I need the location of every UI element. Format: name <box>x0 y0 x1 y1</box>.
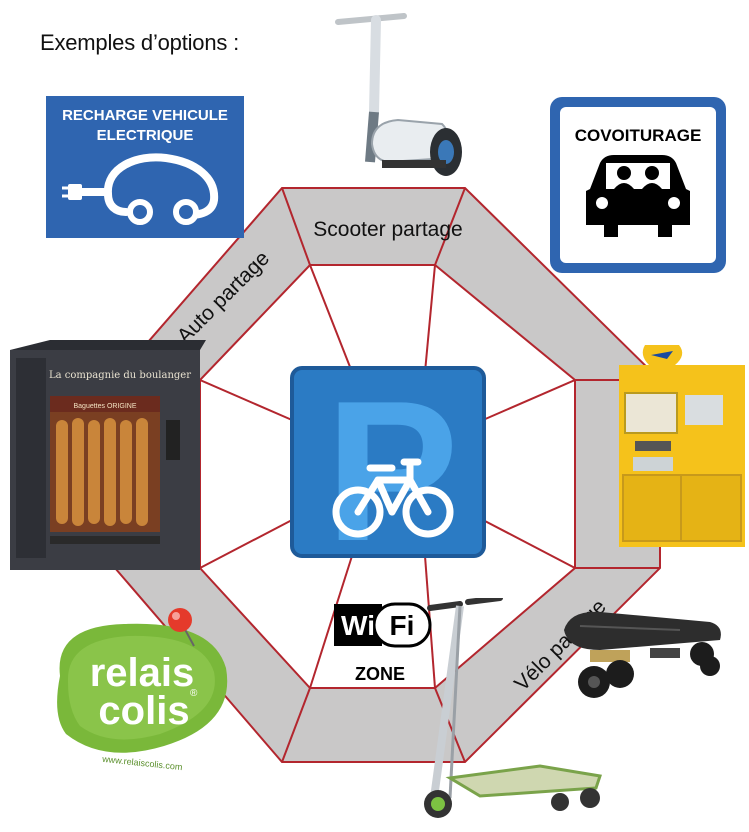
ev-charging-sign: RECHARGE VEHICULE ELECTRIQUE <box>46 96 244 238</box>
carpool-label: COVOITURAGE <box>575 126 702 145</box>
wifi-zone-logo: Wi Fi ™ ZONE <box>334 602 437 684</box>
kick-scooter-image <box>424 598 602 818</box>
colis-text: colis <box>98 689 189 733</box>
relais-text: relais <box>90 651 195 695</box>
segway-image <box>335 13 462 176</box>
bike-parking-sign: P <box>290 360 486 583</box>
ev-sign-line1: RECHARGE VEHICULE <box>62 107 228 124</box>
ring-dividers <box>115 187 660 763</box>
bread-loaves <box>56 418 148 526</box>
relais-reg-mark: ® <box>190 688 198 699</box>
carpool-sign: COVOITURAGE <box>550 97 726 273</box>
bakery-sign-title: La compagnie du boulanger <box>49 370 191 381</box>
bakery-panel-text: Baguettes ORIGINE <box>73 403 136 410</box>
page-heading: Exemples d’options : <box>40 30 239 55</box>
bread-vending-machine-image: La compagnie du boulanger Baguettes ORIG… <box>10 340 206 570</box>
parcel-locker-machine-image <box>619 345 745 547</box>
relais-colis-logo: relais colis ® www.relaiscolis.com <box>57 608 228 772</box>
electric-car-plug-icon <box>76 153 219 219</box>
relais-url: www.relaiscolis.com <box>101 754 183 772</box>
wifi-wi: Wi <box>341 610 375 641</box>
wifi-fi: Fi <box>390 610 415 641</box>
segment-label-scooter: Scooter partage <box>313 218 462 241</box>
spokes <box>199 264 576 689</box>
ev-sign-line2: ELECTRIQUE <box>97 127 194 144</box>
car-with-passengers-icon <box>586 155 690 237</box>
bicycle-icon <box>332 458 454 538</box>
wifi-zone-text: ZONE <box>355 664 405 684</box>
electric-skateboard-image <box>564 611 721 698</box>
